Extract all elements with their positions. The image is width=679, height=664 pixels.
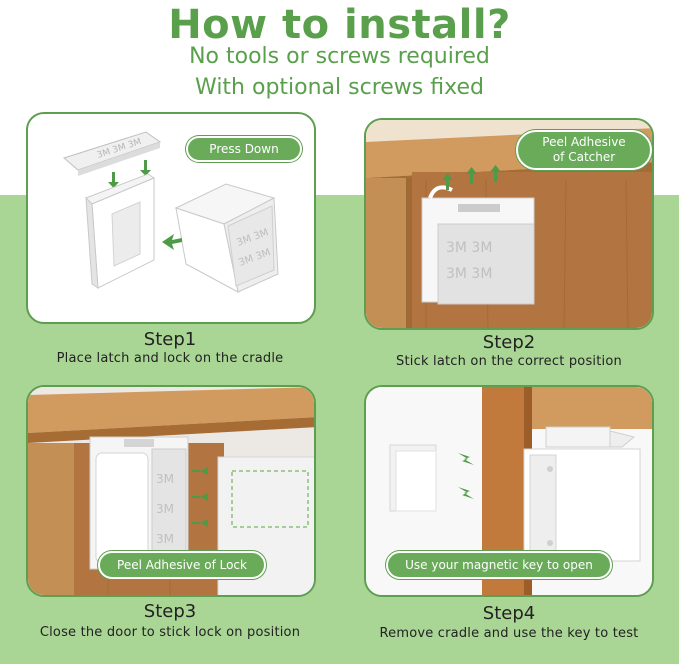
- svg-text:3M 3M: 3M 3M: [446, 240, 492, 256]
- step2-description: Stick latch on the correct position: [396, 354, 622, 369]
- subtitle-line-2: With optional screws fixed: [195, 75, 484, 100]
- svg-text:3M: 3M: [156, 532, 174, 546]
- step4-description: Remove cradle and use the key to test: [379, 626, 639, 641]
- peel-adhesive-lock-label: Peel Adhesive of Lock: [98, 551, 266, 579]
- peel-adhesive-catcher-label: Peel Adhesive of Catcher: [516, 130, 652, 170]
- step4-key-drawing: [366, 387, 652, 595]
- svg-text:3M 3M: 3M 3M: [446, 266, 492, 282]
- magnetic-key-label: Use your magnetic key to open: [386, 551, 612, 579]
- press-down-label: Press Down: [186, 136, 302, 162]
- subtitle-line-1: No tools or screws required: [189, 44, 490, 69]
- step4-illustration: Use your magnetic key to open: [364, 385, 654, 597]
- page-title: How to install?: [168, 2, 511, 48]
- callout-line-1: Peel Adhesive: [542, 135, 626, 149]
- step2-illustration: 3M 3M 3M 3M Peel Adhesive of Catcher: [364, 118, 654, 330]
- step2-title: Step2: [482, 332, 536, 353]
- step3-illustration: 3M 3M 3M Peel Adhesive of Lock: [26, 385, 316, 597]
- step2-catcher-drawing: 3M 3M 3M 3M: [366, 120, 652, 328]
- step1-title: Step1: [143, 329, 197, 350]
- svg-text:3M: 3M: [156, 502, 174, 516]
- callout-line-2: of Catcher: [552, 150, 616, 164]
- step3-description: Close the door to stick lock on position: [39, 625, 301, 640]
- step4-title: Step4: [482, 603, 536, 624]
- step1-illustration: 3M 3M 3M 3M 3M 3M 3M Press Down: [26, 112, 316, 324]
- step1-description: Place latch and lock on the cradle: [56, 351, 284, 366]
- step1-latch-lock-drawing: 3M 3M 3M 3M 3M 3M 3M: [62, 131, 279, 293]
- svg-text:3M: 3M: [156, 472, 174, 486]
- step3-title: Step3: [143, 601, 197, 622]
